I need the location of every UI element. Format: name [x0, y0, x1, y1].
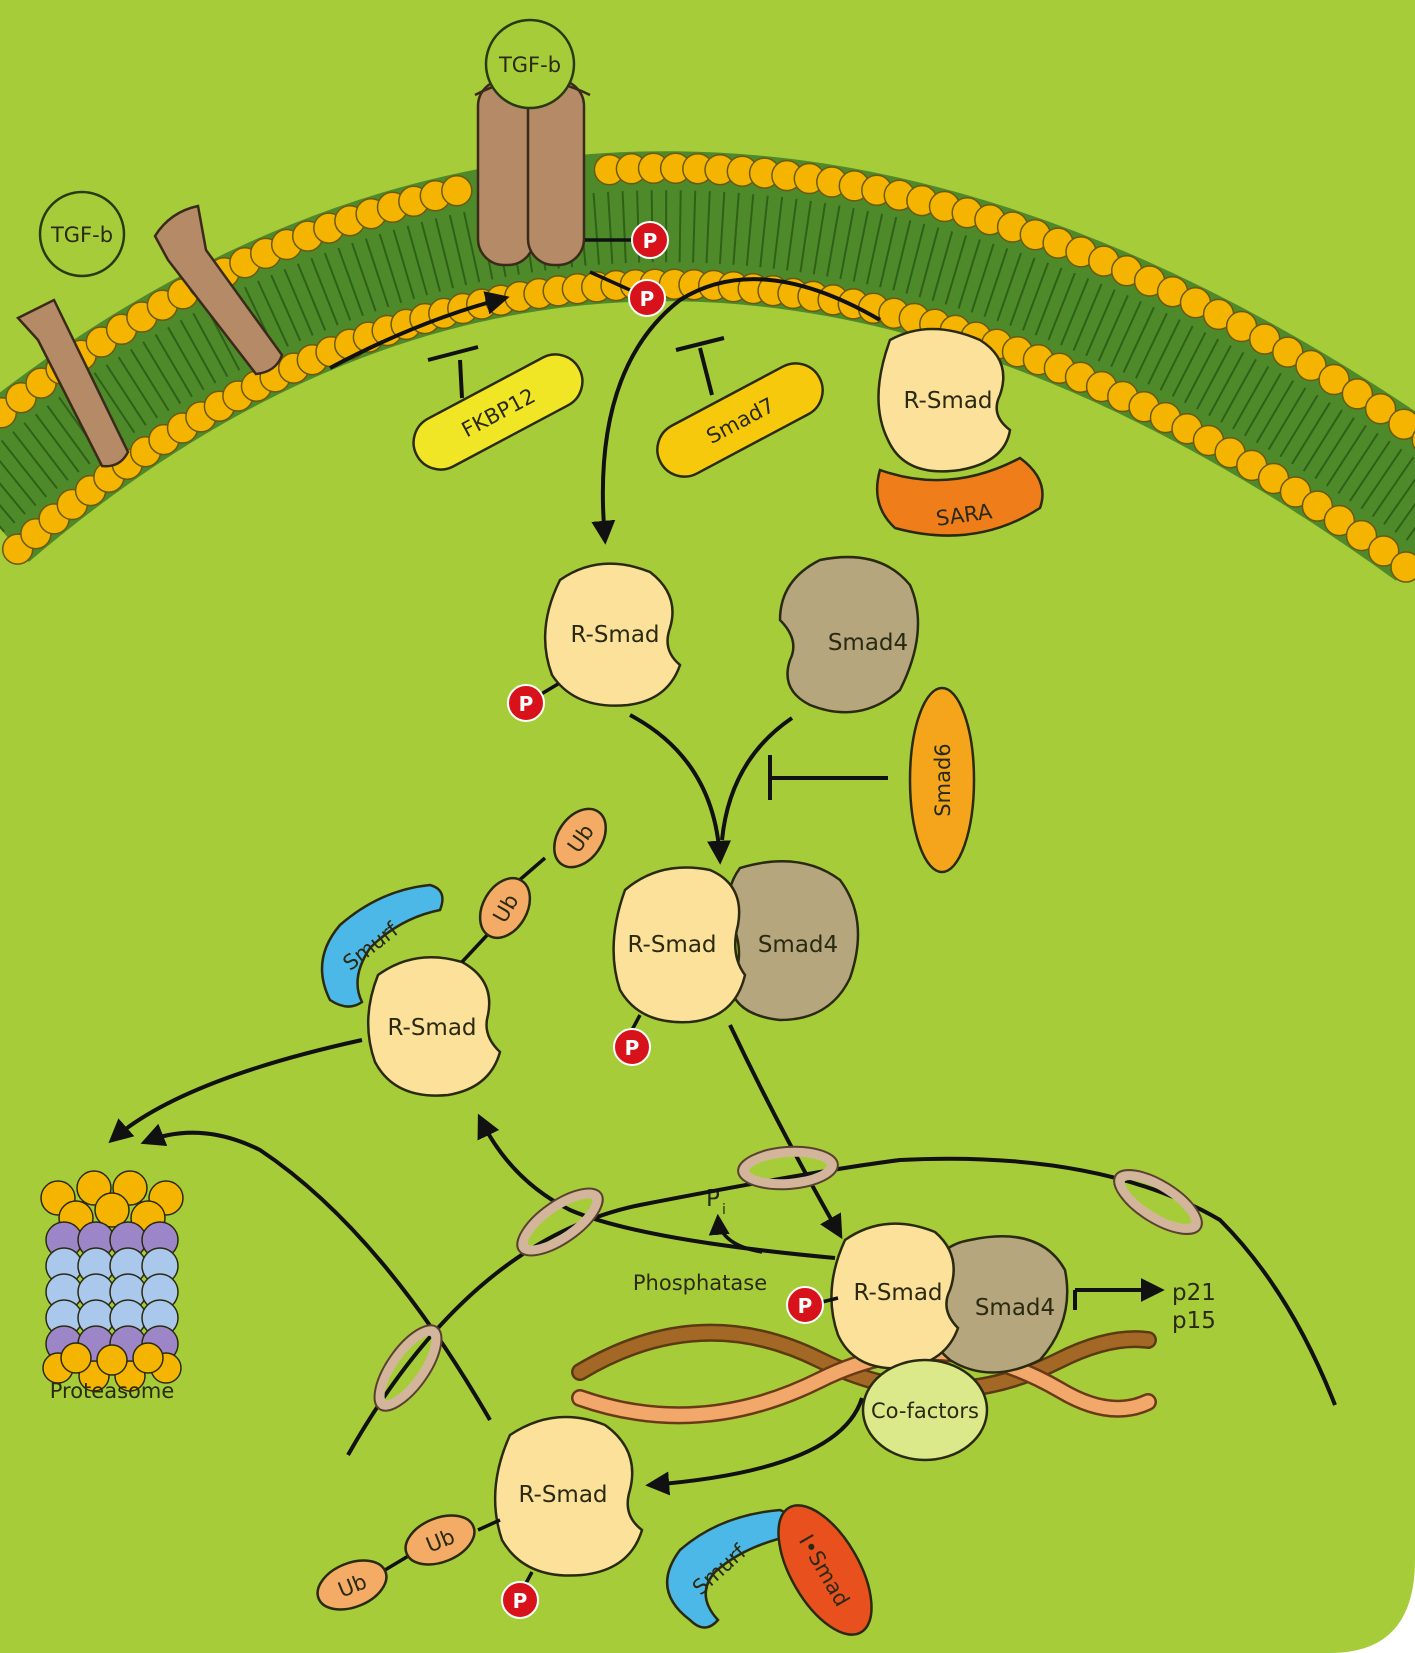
cofactors: Co-factors	[863, 1360, 987, 1460]
tgfb-bound-label: TGF-b	[498, 53, 561, 77]
lipid-head	[442, 176, 472, 206]
rsmad-sara-label: R-Smad	[903, 388, 992, 414]
lipid-head	[1389, 409, 1415, 439]
proteasome-label: Proteasome	[50, 1379, 175, 1403]
smad4-free: Smad4	[780, 557, 918, 712]
tgfb-free-ligand: TGF-b	[40, 192, 124, 276]
gene-p21-label: p21	[1172, 1280, 1216, 1306]
proteasome-subunit	[97, 1345, 127, 1375]
smad4-label: Smad4	[828, 630, 908, 656]
svg-text:P: P	[798, 1294, 813, 1318]
nuc-rsmad-label: R-Smad	[853, 1280, 942, 1306]
rsmad-ubiquitinated: R-Smad	[368, 957, 500, 1095]
phosphatase-label: Phosphatase	[633, 1271, 767, 1295]
gene-p15-label: p15	[1172, 1308, 1216, 1334]
svg-text:P: P	[513, 1589, 528, 1613]
rsmad-sara-bound: R-Smad	[878, 329, 1010, 471]
cofactors-label: Co-factors	[871, 1399, 979, 1423]
proteasome-subunit	[61, 1343, 91, 1373]
rsmad-ub-label: R-Smad	[387, 1015, 476, 1041]
complex-rsmad-label: R-Smad	[627, 932, 716, 958]
lipid-head	[1391, 552, 1415, 582]
rsmad-bottom-label: R-Smad	[518, 1482, 607, 1508]
smad6-label: Smad6	[931, 743, 955, 816]
svg-text:P: P	[640, 287, 655, 311]
tgfb-bound-ligand: TGF-b	[486, 20, 574, 108]
svg-text:P: P	[625, 1036, 640, 1060]
svg-text:i: i	[722, 1202, 726, 1218]
proteasome-subunit	[133, 1343, 163, 1373]
svg-text:P: P	[519, 692, 534, 716]
smad6-protein: Smad6	[910, 688, 974, 872]
svg-text:P: P	[643, 229, 658, 253]
rsmad-p-label: R-Smad	[570, 622, 659, 648]
nuc-smad4-label: Smad4	[975, 1295, 1055, 1321]
complex-smad4-label: Smad4	[758, 932, 838, 958]
tgfb-free-label: TGF-b	[50, 223, 113, 247]
